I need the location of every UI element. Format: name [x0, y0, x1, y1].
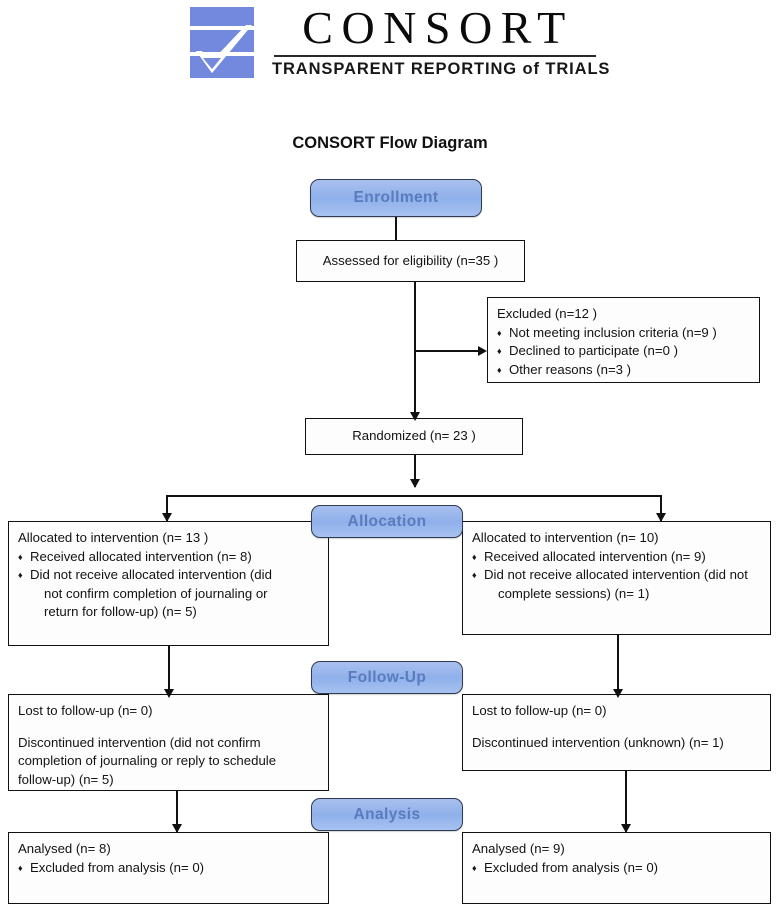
connector-allocation-right-to-followup	[617, 635, 619, 696]
arrowhead-assessed-to-excluded	[478, 345, 487, 356]
list-item: Received allocated intervention (n= 9)	[472, 548, 761, 567]
list-item-main: Received allocated intervention (n= 8)	[30, 548, 252, 564]
consort-logo-mark-icon	[190, 7, 254, 78]
arrowhead-followup-right-to-analysis	[620, 824, 631, 833]
node-randomized: Randomized (n= 23 )	[305, 418, 523, 455]
stage-banner-allocation: Allocation	[311, 505, 463, 538]
list-item-main: Did not receive allocated intervention (…	[30, 567, 272, 582]
allocation-left-head: Allocated to intervention (n= 13 )	[18, 530, 209, 545]
list-item: Did not receive allocated intervention (…	[472, 566, 761, 603]
connector-randomized-split-bar	[166, 495, 662, 497]
connector-randomized-down	[414, 455, 416, 487]
followup-right-line2a: Discontinued intervention (unknown) (n= …	[472, 734, 724, 750]
allocation-right-list: Received allocated intervention (n= 9) D…	[472, 548, 761, 604]
consort-logo: CONSORT TRANSPARENT REPORTING of TRIALS	[186, 2, 611, 86]
node-followup-left: Lost to follow-up (n= 0) Discontinued in…	[8, 694, 329, 791]
consort-wordmark: CONSORT TRANSPARENT REPORTING of TRIALS	[272, 2, 611, 84]
excluded-head: Excluded (n=12 )	[497, 306, 598, 321]
arrowhead-randomized-down	[409, 479, 420, 488]
assessed-text: Assessed for eligibility (n=35 )	[322, 252, 499, 268]
arrowhead-split-left	[161, 513, 172, 522]
stage-banner-analysis: Analysis	[311, 798, 463, 831]
allocation-right-head: Allocated to intervention (n= 10)	[472, 530, 659, 545]
list-item: Not meeting inclusion criteria (n=9 )	[497, 324, 750, 343]
analysis-right-head: Analysed (n= 9)	[472, 841, 565, 856]
arrowhead-followup-left-to-analysis	[171, 824, 182, 833]
followup-left-line2c: follow-up) (n= 5)	[18, 771, 114, 787]
arrowhead-allocation-left-to-followup	[163, 689, 174, 698]
connector-assessed-to-excluded	[414, 350, 480, 352]
list-item: Declined to participate (n=0 )	[497, 342, 750, 361]
list-item-cont: return for follow-up) (n= 5)	[44, 604, 197, 619]
page-title: CONSORT Flow Diagram	[292, 134, 488, 152]
node-analysis-right: Analysed (n= 9) Excluded from analysis (…	[462, 832, 771, 904]
connector-split-right-drop	[660, 495, 662, 521]
list-item: Received allocated intervention (n= 8)	[18, 548, 319, 567]
node-allocation-left: Allocated to intervention (n= 13 ) Recei…	[8, 521, 329, 646]
analysis-left-head: Analysed (n= 8)	[18, 841, 111, 856]
spacer	[472, 721, 761, 734]
connector-followup-right-to-analysis	[625, 771, 627, 833]
node-allocation-right: Allocated to intervention (n= 10) Receiv…	[462, 521, 771, 635]
connector-followup-left-to-analysis	[176, 791, 178, 833]
connector-allocation-left-to-followup	[168, 646, 170, 696]
analysis-left-list: Excluded from analysis (n= 0)	[18, 859, 319, 878]
spacer	[18, 721, 319, 734]
list-item-main: Received allocated intervention (n= 9)	[484, 548, 706, 564]
list-item-main: Did not receive allocated intervention (…	[484, 567, 748, 582]
stage-banner-followup: Follow-Up	[311, 661, 463, 694]
list-item: Excluded from analysis (n= 0)	[472, 859, 761, 878]
arrowhead-split-right	[655, 513, 666, 522]
node-analysis-left: Analysed (n= 8) Excluded from analysis (…	[8, 832, 329, 904]
list-item: Did not receive allocated intervention (…	[18, 566, 319, 622]
list-item: Other reasons (n=3 )	[497, 361, 750, 380]
followup-left-line2b: completion of journaling or reply to sch…	[18, 753, 277, 768]
followup-left-line1: Lost to follow-up (n= 0)	[18, 703, 153, 718]
node-followup-right: Lost to follow-up (n= 0) Discontinued in…	[462, 694, 771, 771]
followup-left-line2a: Discontinued intervention (did not confi…	[18, 734, 261, 750]
wordmark-divider	[274, 55, 596, 57]
wordmark-consort: CONSORT	[302, 2, 574, 53]
followup-right-line1: Lost to follow-up (n= 0)	[472, 703, 607, 718]
arrowhead-assessed-to-randomized	[409, 412, 420, 421]
connector-split-left-drop	[166, 495, 168, 521]
list-item: Excluded from analysis (n= 0)	[18, 859, 319, 878]
allocation-left-list: Received allocated intervention (n= 8) D…	[18, 548, 319, 622]
list-item-cont: complete sessions) (n= 1)	[498, 585, 650, 601]
connector-enrollment-to-assessed	[395, 217, 397, 240]
analysis-right-list: Excluded from analysis (n= 0)	[472, 859, 761, 878]
list-item-cont: not confirm completion of journaling or	[44, 585, 268, 601]
excluded-reason-list: Not meeting inclusion criteria (n=9 ) De…	[497, 324, 750, 380]
arrowhead-allocation-right-to-followup	[612, 689, 623, 698]
node-assessed-for-eligibility: Assessed for eligibility (n=35 )	[296, 240, 525, 282]
randomized-text: Randomized (n= 23 )	[352, 428, 476, 444]
stage-banner-enrollment: Enrollment	[310, 179, 482, 217]
wordmark-tagline: TRANSPARENT REPORTING of TRIALS	[272, 60, 611, 78]
node-excluded: Excluded (n=12 ) Not meeting inclusion c…	[487, 297, 760, 383]
